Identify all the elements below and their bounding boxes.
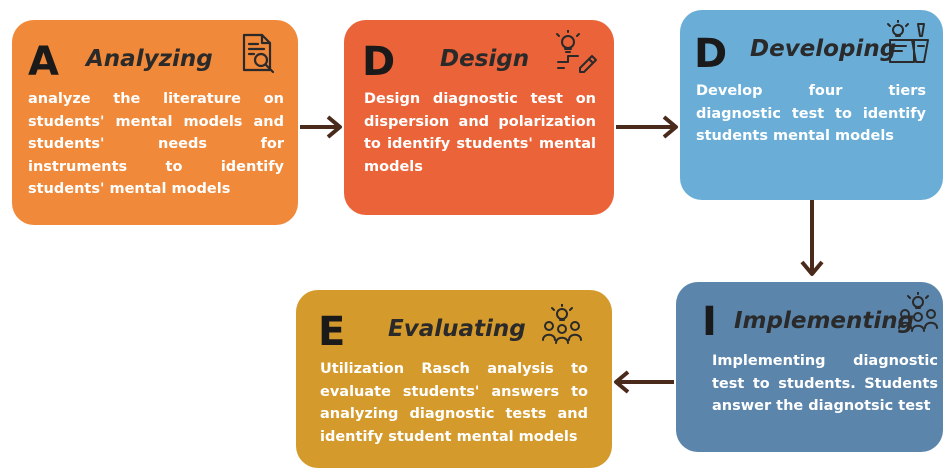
arrow-implementing-to-evaluating xyxy=(614,370,674,394)
drafting-tools-icon xyxy=(886,19,932,71)
step-letter: D xyxy=(694,31,728,77)
step-letter: E xyxy=(318,309,346,355)
document-search-icon xyxy=(238,32,278,81)
step-title: Evaluating xyxy=(388,316,526,342)
step-analyzing-card: A Analyzing analyze the literature on st… xyxy=(12,20,298,225)
arrow-developing-to-implementing xyxy=(800,200,824,276)
step-letter: I xyxy=(702,299,717,345)
step-evaluating-card: E Evaluating Utilization Rasch analysis … xyxy=(296,290,612,468)
step-title: Design xyxy=(440,46,530,72)
step-letter: D xyxy=(362,39,396,85)
step-description: Utilization Rasch analysis to evaluate s… xyxy=(320,361,588,445)
step-title: Developing xyxy=(750,36,897,62)
step-title: Analyzing xyxy=(86,46,213,72)
step-description: Develop four tiers diagnostic test to id… xyxy=(696,83,926,144)
arrow-analyzing-to-design xyxy=(300,115,342,139)
step-design-card: D Design Design diagnostic test on dispe… xyxy=(344,20,614,215)
step-description: analyze the literature on students' ment… xyxy=(28,91,284,197)
step-implementing-card: I Implementing Implementing diagnostic t… xyxy=(676,282,943,452)
lightbulb-pencil-icon xyxy=(554,29,598,79)
people-lightbulb-icon xyxy=(898,291,938,337)
step-description: Implementing diagnostic test to students… xyxy=(712,353,938,414)
step-description: Design diagnostic test on dispersion and… xyxy=(364,91,596,175)
step-letter: A xyxy=(28,39,59,85)
step-title: Implementing xyxy=(734,308,915,334)
people-lightbulb-icon xyxy=(542,303,582,349)
arrow-design-to-developing xyxy=(616,115,678,139)
step-developing-card: D Developing Develop four tiers diagnost… xyxy=(680,10,943,200)
